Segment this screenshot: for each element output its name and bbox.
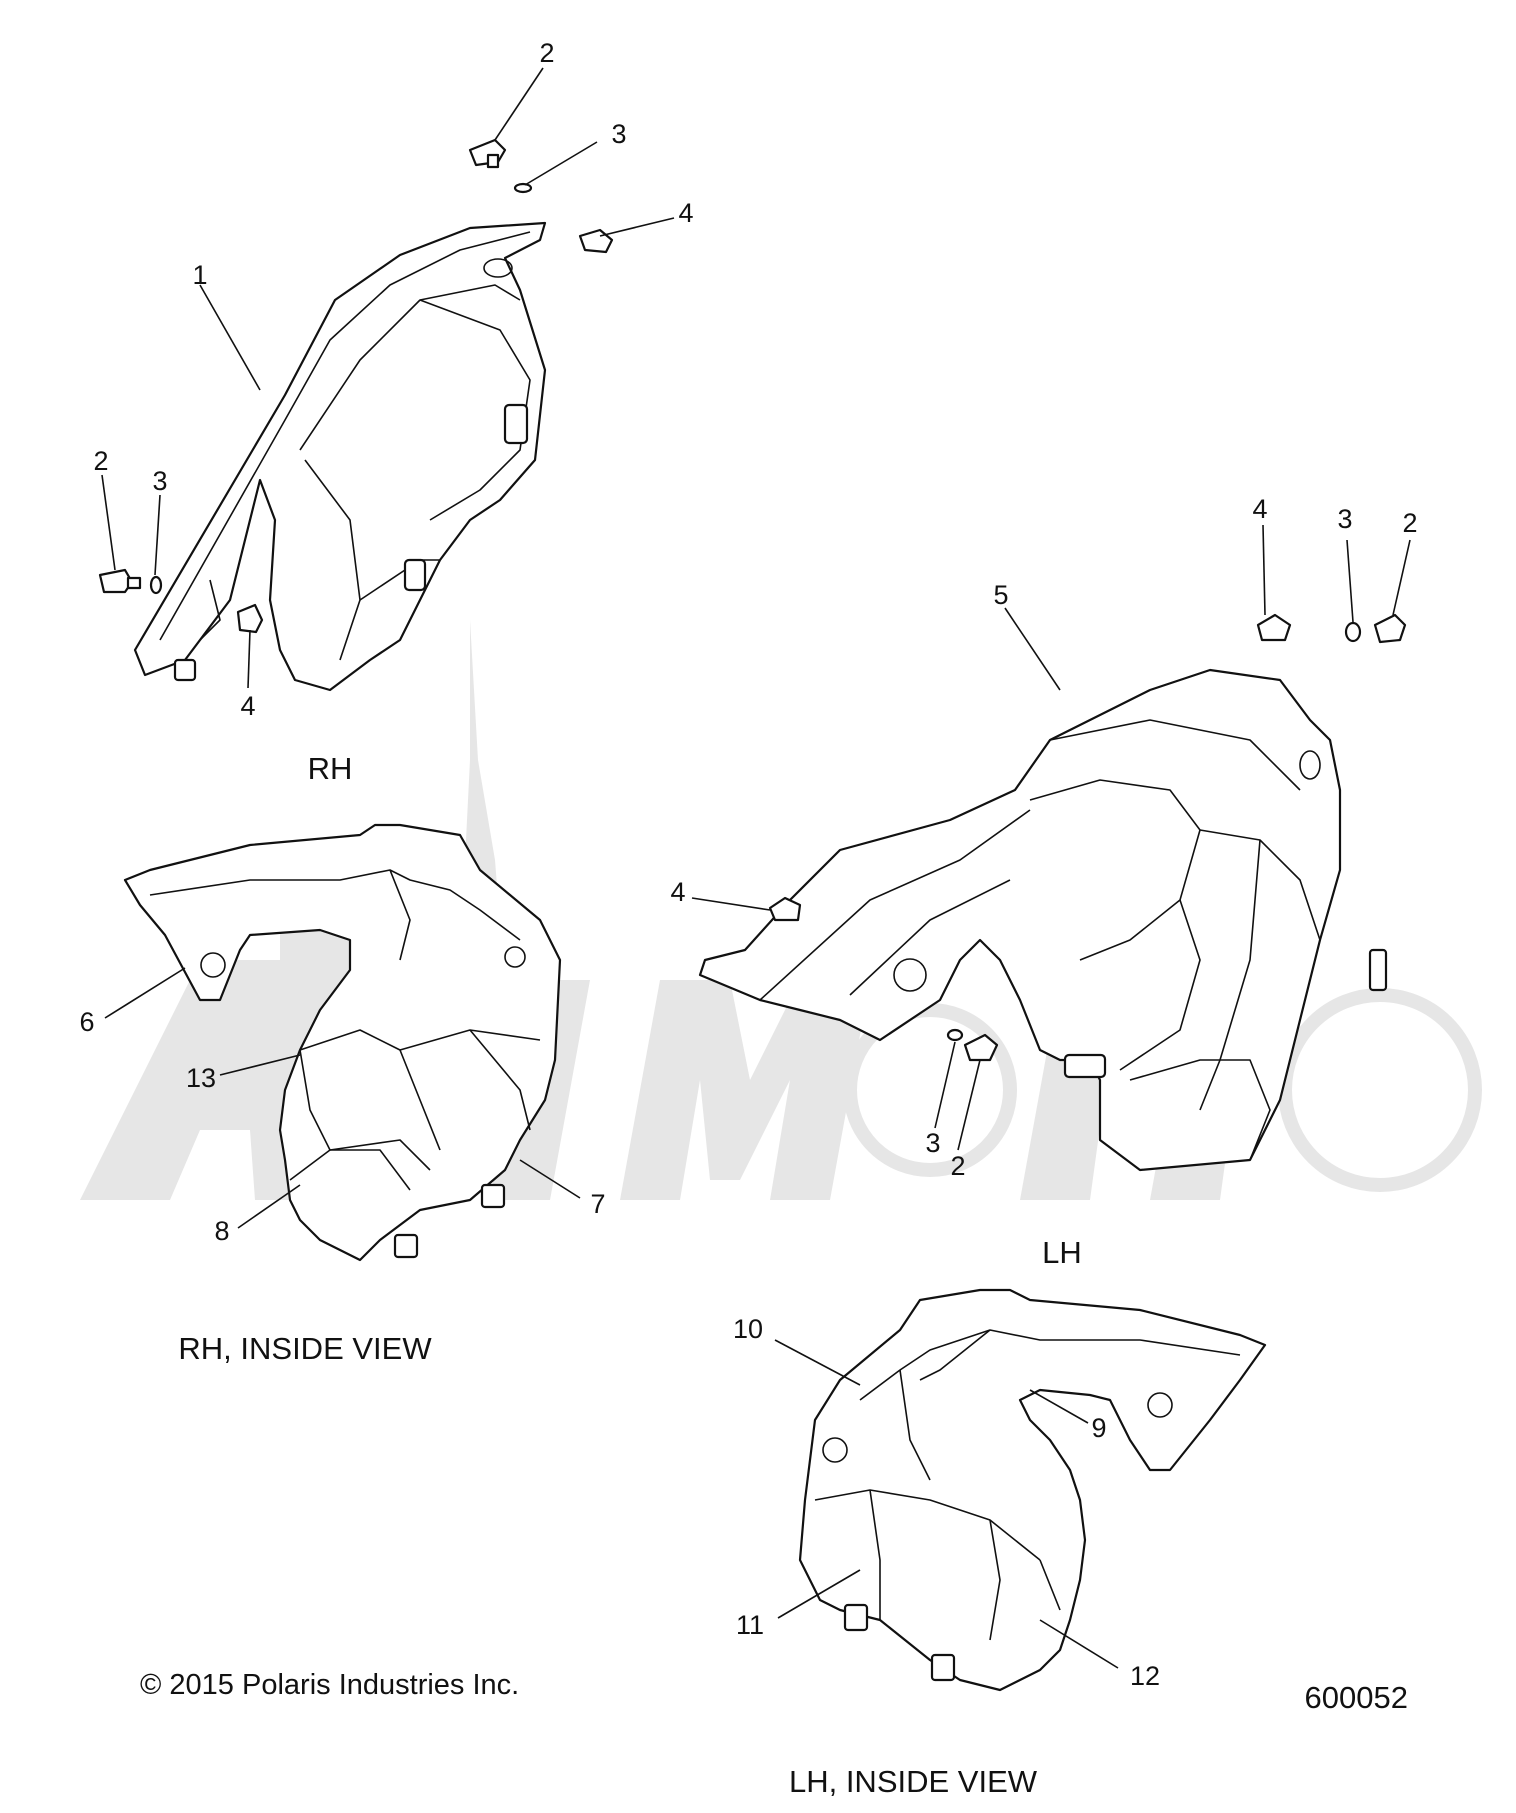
callout-4: 4	[1252, 494, 1267, 524]
caption-lh-inside-view: LH, INSIDE VIEW	[789, 1764, 1038, 1799]
callout-3: 3	[925, 1128, 940, 1158]
washer-icon	[513, 182, 533, 194]
lh-inside-view-assembly	[798, 1288, 1267, 1692]
caption-rh-inside-view: RH, INSIDE VIEW	[178, 1331, 432, 1366]
push-rivet-icon	[963, 1033, 999, 1062]
callout-4: 4	[670, 877, 685, 907]
grommet-icon	[1256, 613, 1292, 642]
callouts: 1 2 3 4 2 3 4 5 4 3 2 4 3 2 6 13 7 8 10 …	[79, 38, 1417, 1691]
callout-2: 2	[539, 38, 554, 68]
leader-lines	[101, 67, 1411, 1669]
callout-13: 13	[186, 1063, 216, 1093]
callout-6: 6	[79, 1007, 94, 1037]
callout-12: 12	[1130, 1661, 1160, 1691]
push-rivet-icon	[468, 138, 507, 169]
callout-4: 4	[678, 198, 693, 228]
callout-11: 11	[736, 1610, 764, 1640]
copyright-notice: © 2015 Polaris Industries Inc.	[140, 1669, 519, 1701]
callout-2: 2	[1402, 508, 1417, 538]
caption-rh: RH	[308, 751, 353, 786]
caption-lh: LH	[1042, 1235, 1082, 1270]
push-rivet-icon	[98, 568, 142, 594]
part-1-rh-panel	[133, 221, 547, 692]
grommet-icon	[578, 228, 614, 254]
washer-icon	[946, 1028, 964, 1042]
grommet-icon	[768, 896, 802, 922]
washer-icon	[149, 575, 163, 595]
callout-8: 8	[214, 1216, 229, 1246]
part-5-lh-panel	[698, 668, 1388, 1172]
callout-5: 5	[993, 580, 1008, 610]
callout-2: 2	[93, 446, 108, 476]
grommet-icon	[236, 603, 264, 634]
view-captions: RH LH RH, INSIDE VIEW LH, INSIDE VIEW	[178, 751, 1081, 1799]
callout-4: 4	[240, 691, 255, 721]
push-rivet-icon	[1373, 613, 1407, 644]
callout-3: 3	[1337, 504, 1352, 534]
fasteners	[98, 138, 1407, 1062]
callout-10: 10	[733, 1314, 763, 1344]
figure-number: 600052	[1305, 1680, 1408, 1715]
callout-3: 3	[611, 119, 626, 149]
callout-2: 2	[950, 1151, 965, 1181]
callout-1: 1	[192, 260, 207, 290]
washer-icon	[1344, 621, 1362, 643]
callout-3: 3	[152, 466, 167, 496]
callout-9: 9	[1091, 1413, 1106, 1443]
callout-7: 7	[590, 1189, 605, 1219]
rh-inside-view-assembly	[123, 823, 562, 1262]
